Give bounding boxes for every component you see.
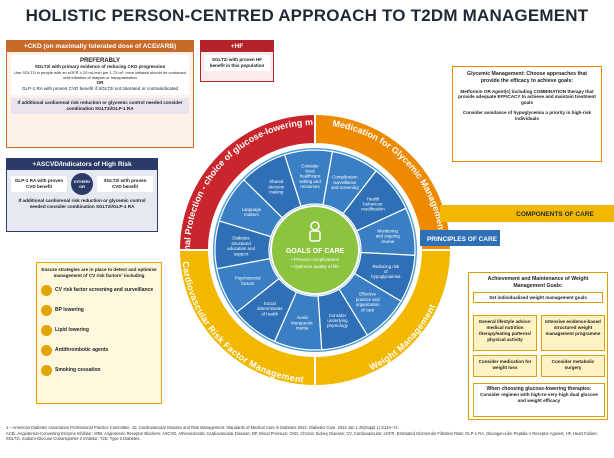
weight-tile-medication: Consider medication for weight loss <box>473 355 537 377</box>
weight-tile-programme: Intensive evidence-based structured weig… <box>541 315 605 351</box>
ascvd-panel: +ASCVD/Indicators of High Risk GLP-1 RA … <box>6 158 158 232</box>
cv-item-label: Lipid lowering <box>55 327 89 334</box>
glycemic-panel: Glycemic Management: Choose approaches t… <box>452 66 602 162</box>
ckd-line1: SGLT2i with primary evidence of reducing… <box>34 64 166 69</box>
hf-header: +HF <box>201 41 273 52</box>
ascvd-header: +ASCVD/Indicators of High Risk <box>7 159 157 170</box>
page-title: HOLISTIC PERSON-CENTRED APPROACH TO T2DM… <box>25 6 589 25</box>
ckd-extra: If additional cardiorenal risk reduction… <box>11 98 189 115</box>
hf-panel: +HF SGLT2i with proven HF benefit in thi… <box>200 40 274 82</box>
weight-header: Achievement and Maintenance of Weight Ma… <box>487 276 589 289</box>
ckd-line3: GLP-1 RA with proven CVD benefit if SGLT… <box>21 86 179 92</box>
hf-text: SGLT2i with proven HF benefit in this po… <box>204 55 270 71</box>
footnote-reference: 1 – American Diabetes Association Profes… <box>6 425 399 430</box>
cv-item-label: CV risk factor screening and surveillanc… <box>55 287 154 294</box>
ckd-or: OR <box>96 80 104 86</box>
cv-items: CV risk factor screening and surveillanc… <box>41 284 157 376</box>
wheel-segment <box>283 149 334 207</box>
cv-item: Lipid lowering <box>41 324 157 336</box>
components-arrow <box>440 205 614 222</box>
components-label: COMPONENTS OF CARE <box>516 211 594 218</box>
glycemic-p1: Metformin OR Agent(s) including COMBINAT… <box>458 88 596 106</box>
ckd-inner: PREFERABLY SGLT2i with primary evidence … <box>11 55 189 96</box>
principles-label: PRINCIPLES OF CARE <box>427 236 498 243</box>
smoking-icon <box>41 364 52 376</box>
cv-item: Smoking cessation <box>41 364 157 376</box>
footnotes: 1 – American Diabetes Association Profes… <box>6 425 608 442</box>
weight-when-title: When choosing glucose-lowering therapies… <box>486 386 592 392</box>
ascvd-options: GLP-1 RA with proven CVD benefit EITHER/… <box>11 173 153 195</box>
ckd-line2: Use SGLT2i in people with an eGFR ≥ 20 m… <box>14 69 186 81</box>
wheel-center <box>270 205 360 295</box>
ckd-panel: +CKD (on maximally tolerated dose of ACE… <box>6 40 194 148</box>
ascvd-extra: If additional cardiorenal risk reduction… <box>18 198 146 209</box>
cv-item: CV risk factor screening and surveillanc… <box>41 284 157 296</box>
ckd-header: +CKD (on maximally tolerated dose of ACE… <box>7 41 193 52</box>
bp-icon <box>41 304 52 316</box>
cv-header: Ensure strategies are in place to detect… <box>41 267 157 278</box>
ascvd-right: SGLT2i with proven CVD benefit <box>97 176 153 192</box>
ascvd-left: GLP-1 RA with proven CVD benefit <box>11 176 67 192</box>
weight-tile-lifestyle: General lifestyle advice: medical nutrit… <box>473 315 537 351</box>
footnote-abbreviations: ACEi, Angiotensin-Converting Enzyme Inhi… <box>6 430 598 442</box>
goals-bullet-1: • Prevent complications <box>291 257 340 262</box>
cv-screening-icon <box>41 284 52 296</box>
cv-item-label: Smoking cessation <box>55 367 101 374</box>
weight-goals: Set individualised weight management goa… <box>473 291 603 304</box>
cv-item: Antithrombotic agents <box>41 344 157 356</box>
person-icon <box>309 221 321 242</box>
cv-item-label: BP lowering <box>55 307 84 314</box>
weight-panel: Achievement and Maintenance of Weight Ma… <box>468 272 608 420</box>
goals-bullet-2: • Optimize quality of life <box>291 264 339 269</box>
cv-item: BP lowering <box>41 304 157 316</box>
goals-title: GOALS OF CARE <box>286 248 345 255</box>
rim-cv <box>177 249 316 388</box>
weight-when-text: Consider regimen with high-to-very-high … <box>480 392 598 403</box>
antithrombotic-icon <box>41 344 52 356</box>
cv-item-label: Antithrombotic agents <box>55 347 109 354</box>
glycemic-p2: Consider avoidance of hypoglycemia a pri… <box>462 110 592 122</box>
ascvd-either: EITHER/ OR <box>71 173 93 195</box>
weight-tile-surgery: Consider metabolic surgery <box>541 355 605 377</box>
principles-arrow <box>420 230 500 246</box>
ckd-preferably: PREFERABLY <box>79 58 121 64</box>
cv-panel: Ensure strategies are in place to detect… <box>36 262 162 404</box>
lipid-icon <box>41 324 52 336</box>
glycemic-header: Glycemic Management: Choose approaches t… <box>467 71 587 84</box>
weight-when: When choosing glucose-lowering therapies… <box>473 383 605 417</box>
